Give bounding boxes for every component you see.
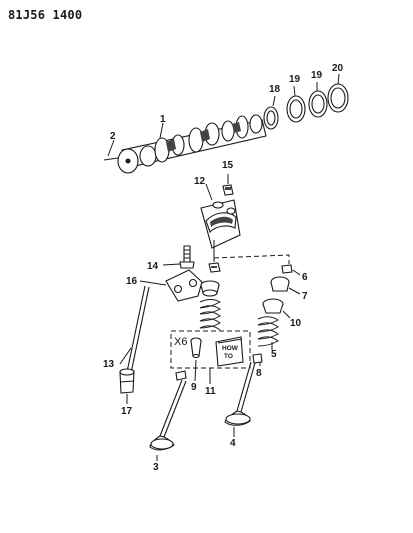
callout-6: 6 xyxy=(302,272,308,283)
valve-spring-left xyxy=(199,299,222,331)
callout-5: 5 xyxy=(271,349,277,360)
camshaft xyxy=(103,114,267,174)
callout-15: 15 xyxy=(222,160,234,171)
callout-18: 18 xyxy=(269,84,281,95)
adjusting-nut-center xyxy=(208,262,221,273)
pivot-bolt xyxy=(179,245,195,269)
diagram-code: 81J56 1400 xyxy=(8,8,83,22)
callout-19b: 19 xyxy=(311,70,323,81)
valve-kit-box xyxy=(170,330,251,369)
exhaust-valve xyxy=(224,361,256,426)
rocker-arm-assembly xyxy=(200,199,241,262)
spring-retainer-right xyxy=(262,298,284,314)
callout-16: 16 xyxy=(126,276,138,287)
callout-7: 7 xyxy=(302,291,308,302)
rocker-nut xyxy=(222,184,234,196)
callout-9: 9 xyxy=(191,382,197,393)
how-to-book-line-1: HOW xyxy=(222,345,239,352)
callout-13: 13 xyxy=(103,359,115,370)
pushrod xyxy=(126,285,150,374)
callout-2: 2 xyxy=(110,131,116,142)
adjusting-nut-right xyxy=(281,264,293,274)
callout-3: 3 xyxy=(153,462,159,473)
callout-8: 8 xyxy=(256,368,262,379)
spring-retainer-left xyxy=(200,280,220,297)
valve-keeper-left xyxy=(175,370,187,381)
callout-20: 20 xyxy=(332,63,344,74)
hydraulic-lifter xyxy=(119,368,135,394)
callout-19a: 19 xyxy=(289,74,301,85)
camshaft-bearings xyxy=(263,83,349,130)
callout-12: 12 xyxy=(194,176,206,187)
pushrod-guide-plate xyxy=(165,269,203,302)
callout-17: 17 xyxy=(121,406,133,417)
callout-11: 11 xyxy=(205,386,216,397)
callout-14: 14 xyxy=(147,261,159,272)
kit-quantity-label: X6 xyxy=(174,336,187,348)
intake-valve xyxy=(149,379,187,451)
callout-10: 10 xyxy=(290,318,302,329)
valve-spring-right xyxy=(257,316,279,347)
pivot-ball-right xyxy=(270,276,290,292)
valve-keeper-right xyxy=(252,353,263,364)
callout-1: 1 xyxy=(160,114,166,125)
how-to-book-line-2: TO xyxy=(224,353,233,360)
callout-4: 4 xyxy=(230,438,236,449)
